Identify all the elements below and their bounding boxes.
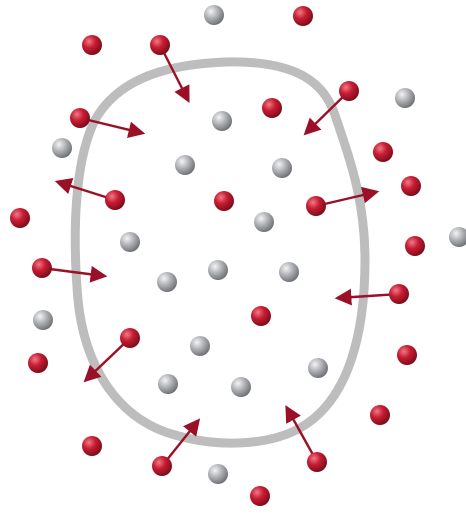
red-particle — [150, 35, 170, 55]
gray-particle — [272, 158, 292, 178]
gray-particle — [254, 212, 274, 232]
red-particle — [28, 353, 48, 373]
red-particle — [397, 345, 417, 365]
gray-particle — [208, 260, 228, 280]
red-particle — [32, 258, 52, 278]
red-particle — [370, 405, 390, 425]
red-particle — [373, 142, 393, 162]
red-particle — [405, 236, 425, 256]
gray-particle — [175, 155, 195, 175]
gray-particle — [212, 111, 232, 131]
red-particle — [306, 196, 326, 216]
red-particle — [82, 436, 102, 456]
red-particle — [293, 6, 313, 26]
red-particle — [214, 191, 234, 211]
red-particle — [70, 108, 90, 128]
red-particle — [105, 190, 125, 210]
gray-particle — [308, 358, 328, 378]
gray-particle — [204, 5, 224, 25]
gray-particle — [449, 227, 466, 247]
red-particle — [250, 486, 270, 506]
gray-particle — [33, 310, 53, 330]
gray-particle — [190, 336, 210, 356]
red-particle — [389, 284, 409, 304]
red-particle — [120, 328, 140, 348]
gray-particle — [120, 232, 140, 252]
movement-arrows — [42, 45, 399, 466]
red-particle — [82, 35, 102, 55]
gray-particle — [395, 88, 415, 108]
gray-particle — [231, 377, 251, 397]
gray-particle — [52, 138, 72, 158]
red-particle — [307, 452, 327, 472]
red-particle — [152, 456, 172, 476]
gray-particle — [279, 262, 299, 282]
red-particle — [10, 208, 30, 228]
gray-particle — [158, 374, 178, 394]
red-particle — [401, 176, 421, 196]
red-particle — [262, 98, 282, 118]
red-particle — [339, 81, 359, 101]
gray-particle — [208, 464, 228, 484]
gray-particle — [157, 272, 177, 292]
red-particle — [251, 306, 271, 326]
